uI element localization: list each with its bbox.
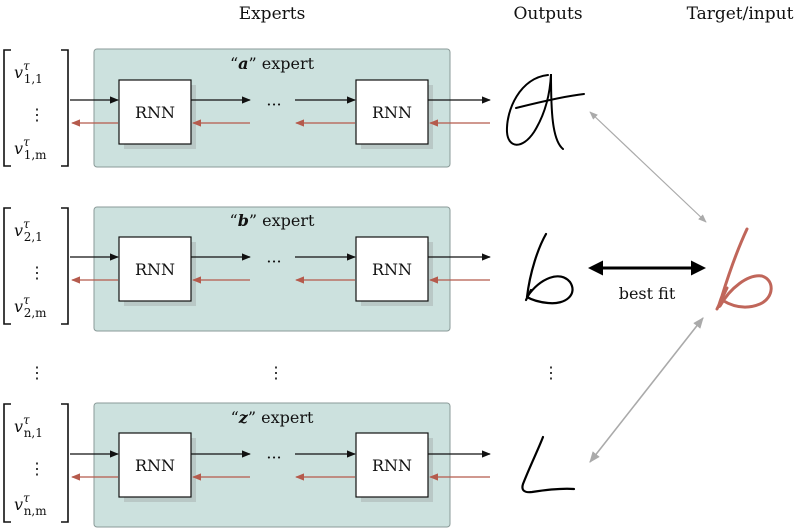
output-handwriting-a-stroke — [515, 93, 585, 109]
expert-title-z: “z” expert — [231, 408, 314, 427]
vector-vdots: ⋮ — [29, 105, 45, 124]
right-bracket — [61, 49, 69, 167]
vector-vdots: ⋮ — [29, 263, 45, 282]
expert-title-a: “a” expert — [230, 54, 315, 73]
best-fit-label: best fit — [619, 284, 676, 303]
rows-vdots-input: ⋮ — [29, 363, 45, 382]
output-handwriting-z — [521, 435, 576, 494]
rnn-block-2 — [355, 236, 429, 302]
rnn-block-1 — [118, 432, 192, 498]
rnn-block-2 — [355, 79, 429, 145]
vector-vdots: ⋮ — [29, 459, 45, 478]
rnn-chain-ellipsis: ··· — [266, 95, 281, 114]
rnn-label: RNN — [372, 456, 412, 475]
header-experts: Experts — [239, 4, 306, 24]
rnn-label: RNN — [135, 260, 175, 279]
output-handwriting-a — [505, 73, 564, 150]
rnn-block-1 — [118, 79, 192, 145]
link-output-a-to-target — [589, 111, 707, 223]
header-target-input: Target/input — [687, 4, 794, 24]
expert-title-b: “b” expert — [230, 211, 315, 230]
target-handwriting-b — [717, 227, 773, 309]
output-handwriting-b — [525, 232, 574, 305]
rnn-label: RNN — [135, 456, 175, 475]
right-bracket — [61, 403, 69, 523]
rows-vdots-outputs: ⋮ — [543, 363, 559, 382]
header-outputs: Outputs — [513, 4, 582, 24]
left-bracket — [3, 403, 11, 523]
target-handwriting-tick — [715, 286, 729, 311]
link-output-z-to-target — [589, 317, 704, 463]
left-bracket — [3, 207, 11, 325]
left-bracket — [3, 49, 11, 167]
rnn-chain-ellipsis: ··· — [266, 448, 281, 467]
output-handwriting-b-tick — [524, 288, 533, 302]
rnn-label: RNN — [372, 103, 412, 122]
rnn-chain-ellipsis: ··· — [266, 252, 281, 271]
rnn-block-2 — [355, 432, 429, 498]
rnn-label: RNN — [372, 260, 412, 279]
rnn-label: RNN — [135, 103, 175, 122]
rnn-block-1 — [118, 236, 192, 302]
rows-vdots-experts: ⋮ — [268, 363, 284, 382]
right-bracket — [61, 207, 69, 325]
